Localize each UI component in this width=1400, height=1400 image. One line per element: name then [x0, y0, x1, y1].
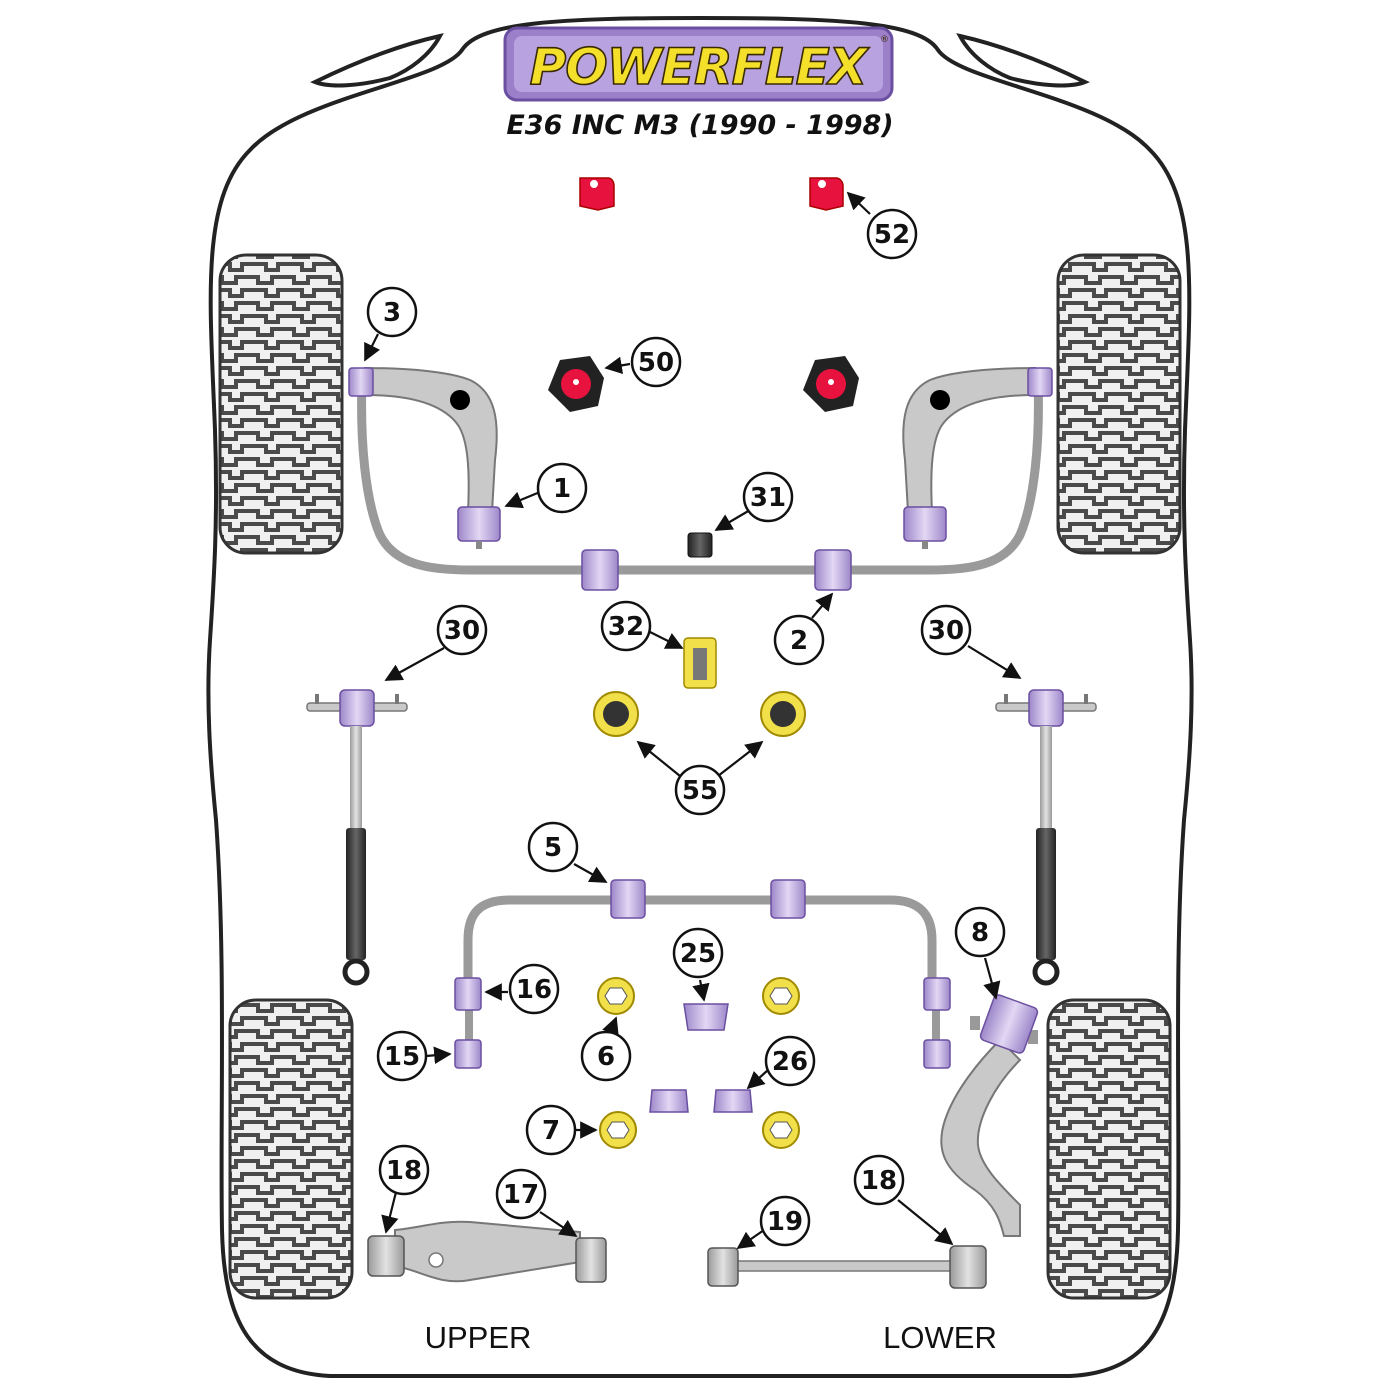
- wishbone-front-bush-left: [348, 367, 374, 397]
- part-label-2: 2: [773, 614, 825, 666]
- part-label-32: 32: [600, 600, 652, 652]
- svg-text:19: 19: [767, 1207, 803, 1237]
- svg-text:32: 32: [608, 612, 644, 642]
- part-label-31: 31: [742, 471, 794, 523]
- part-label-26: 26: [764, 1035, 816, 1087]
- right-shock-absorber: [995, 689, 1097, 986]
- diff-bush-25: [683, 1003, 729, 1031]
- svg-text:26: 26: [772, 1047, 808, 1077]
- yellow-bush-7-left: [599, 1111, 637, 1149]
- part-label-3: 3: [366, 286, 418, 338]
- svg-text:30: 30: [928, 616, 964, 646]
- part-label-30-left: 30: [436, 604, 488, 656]
- red-bush-52-right: [809, 177, 844, 211]
- yellow-bush-6-left: [597, 977, 635, 1015]
- svg-text:16: 16: [516, 975, 552, 1005]
- svg-text:5: 5: [544, 833, 562, 863]
- front-arb-bush-right: [814, 549, 852, 591]
- svg-text:6: 6: [597, 1042, 615, 1072]
- svg-text:52: 52: [874, 220, 910, 250]
- wishbone-rear-bush-left: [457, 506, 501, 549]
- registered-mark: ®: [880, 35, 889, 45]
- upper-rear-arm: [367, 1220, 607, 1283]
- rear-trailing-arm: [940, 994, 1039, 1237]
- logo-text: POWERFLEX: [530, 38, 870, 96]
- part-label-7: 7: [525, 1104, 577, 1156]
- svg-text:8: 8: [971, 918, 989, 948]
- car-body-outline: [206, 15, 1194, 1378]
- part-label-6: 6: [580, 1030, 632, 1082]
- part-label-15: 15: [376, 1030, 428, 1082]
- part-label-1: 1: [536, 462, 588, 514]
- part-label-8: 8: [954, 906, 1006, 958]
- part-label-55: 55: [674, 764, 726, 816]
- part-label-25: 25: [672, 927, 724, 979]
- front-right-wheel: [1056, 253, 1182, 555]
- rear-right-wheel: [1046, 998, 1172, 1300]
- front-left-wheel: [218, 253, 344, 555]
- section-label-upper: UPPER: [425, 1320, 532, 1355]
- svg-text:25: 25: [680, 939, 716, 969]
- section-label-lower: LOWER: [883, 1320, 997, 1355]
- part-label-18-lower: 18: [853, 1154, 905, 1206]
- red-bush-52-left: [579, 177, 615, 211]
- lower-rear-arm: [707, 1245, 987, 1289]
- part-label-19: 19: [759, 1195, 811, 1247]
- rear-anti-roll-bar: [463, 895, 937, 995]
- diff-bush-26-left: [649, 1089, 689, 1113]
- svg-text:30: 30: [444, 616, 480, 646]
- svg-text:31: 31: [750, 483, 786, 513]
- left-shock-absorber: [306, 689, 408, 986]
- front-arb-bush-left: [581, 549, 619, 591]
- part-label-16: 16: [508, 963, 560, 1015]
- rear-arb-bush-left: [610, 879, 646, 919]
- part-label-30-right: 30: [920, 604, 972, 656]
- rear-left-wheel: [228, 998, 354, 1300]
- part-label-17: 17: [495, 1168, 547, 1220]
- yellow-bush-32: [683, 637, 717, 689]
- svg-text:50: 50: [638, 348, 674, 378]
- diff-bush-26-right: [713, 1089, 753, 1113]
- part-label-5: 5: [527, 821, 579, 873]
- svg-text:2: 2: [790, 626, 808, 656]
- small-dark-bush-31: [687, 532, 713, 558]
- yellow-bush-6-right: [762, 977, 800, 1015]
- leader-arrows: [364, 191, 1022, 1250]
- part-label-52: 52: [866, 208, 918, 260]
- svg-text:17: 17: [503, 1180, 539, 1210]
- svg-text:18: 18: [861, 1166, 897, 1196]
- svg-text:15: 15: [384, 1042, 420, 1072]
- svg-text:3: 3: [383, 298, 401, 328]
- yellow-ring-55-left: [593, 691, 639, 737]
- svg-text:7: 7: [542, 1116, 560, 1146]
- svg-text:55: 55: [682, 776, 718, 806]
- wishbone-rear-bush-right: [903, 506, 947, 549]
- svg-text:18: 18: [386, 1156, 422, 1186]
- front-anti-roll-bar: [357, 375, 1043, 575]
- powerflex-logo: POWERFLEX ®: [503, 26, 894, 102]
- hex-bush-50-left: [548, 356, 604, 412]
- part-label-50: 50: [630, 336, 682, 388]
- yellow-ring-55-right: [760, 691, 806, 737]
- wishbone-front-bush-right: [1027, 367, 1053, 397]
- rear-drop-link-right: [923, 977, 951, 1069]
- model-title: E36 INC M3 (1990 - 1998): [506, 110, 893, 141]
- hex-bush-50-right: [803, 356, 859, 412]
- yellow-bush-7-right: [762, 1111, 800, 1149]
- part-label-18-upper: 18: [378, 1144, 430, 1196]
- rear-drop-link-left: [454, 977, 482, 1069]
- rear-arb-bush-right: [770, 879, 806, 919]
- svg-text:1: 1: [553, 474, 571, 504]
